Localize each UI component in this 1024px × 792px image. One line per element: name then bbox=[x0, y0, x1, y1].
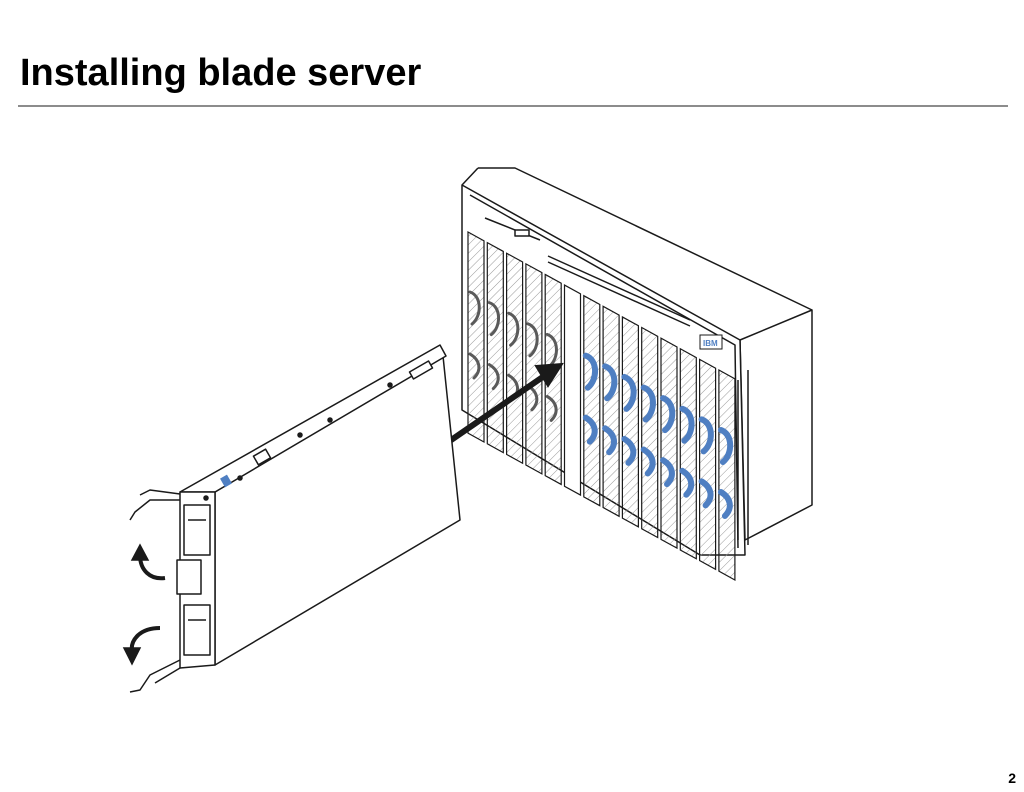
blade-server bbox=[129, 344, 461, 693]
blade-handle-upper bbox=[582, 352, 599, 391]
blade-slot-13 bbox=[698, 358, 717, 571]
blade-handle-lower bbox=[487, 363, 500, 391]
blade-handle-lower bbox=[468, 352, 481, 380]
blade-handle-upper bbox=[640, 384, 656, 423]
blade-handle-lower bbox=[602, 425, 617, 456]
blade-handle-upper bbox=[602, 363, 618, 402]
blade-handle-upper bbox=[526, 322, 539, 358]
blade-slot-2 bbox=[486, 241, 504, 454]
title-divider bbox=[18, 105, 1008, 107]
blade-slot-3 bbox=[506, 252, 524, 465]
blade-slot-11 bbox=[660, 337, 678, 550]
blade-slot-12 bbox=[679, 347, 697, 560]
blade-slot-4 bbox=[525, 262, 543, 475]
blade-handle-lower bbox=[582, 414, 598, 445]
lever-open-arrow-icon bbox=[130, 543, 166, 581]
blade-handle-upper bbox=[487, 301, 501, 337]
blade-handle-upper bbox=[660, 395, 676, 434]
blade-handle-upper bbox=[507, 311, 520, 347]
blade-handle-upper bbox=[698, 416, 714, 455]
blade-slots bbox=[467, 230, 736, 582]
blade-handle-upper bbox=[621, 373, 637, 412]
blade-handle-lower bbox=[621, 435, 637, 466]
blade-slot-9 bbox=[621, 315, 639, 528]
blade-slot-6 bbox=[563, 284, 582, 497]
blade-handle-lower bbox=[545, 394, 558, 422]
blade-slot-14 bbox=[717, 368, 736, 582]
blade-handle-upper bbox=[468, 290, 481, 326]
blade-slot-7 bbox=[582, 294, 601, 507]
lever-close-arrow-icon bbox=[122, 626, 161, 666]
blade-handle-lower bbox=[698, 478, 714, 509]
blade-handle-lower bbox=[640, 446, 656, 477]
blade-handle-upper bbox=[717, 426, 734, 465]
blade-slot-1 bbox=[467, 230, 485, 444]
ibm-logo-text: IBM bbox=[703, 339, 718, 348]
slide-title: Installing blade server bbox=[20, 52, 422, 94]
blade-handle-lower bbox=[717, 488, 733, 519]
ibm-logo-badge: IBM bbox=[699, 334, 723, 350]
blade-slot-8 bbox=[602, 305, 620, 518]
blade-slot-10 bbox=[640, 326, 659, 539]
blade-handle-upper bbox=[679, 405, 695, 444]
blade-handle-lower bbox=[679, 467, 695, 498]
page-number: 2 bbox=[1008, 770, 1016, 786]
blade-handle-lower bbox=[660, 457, 675, 488]
